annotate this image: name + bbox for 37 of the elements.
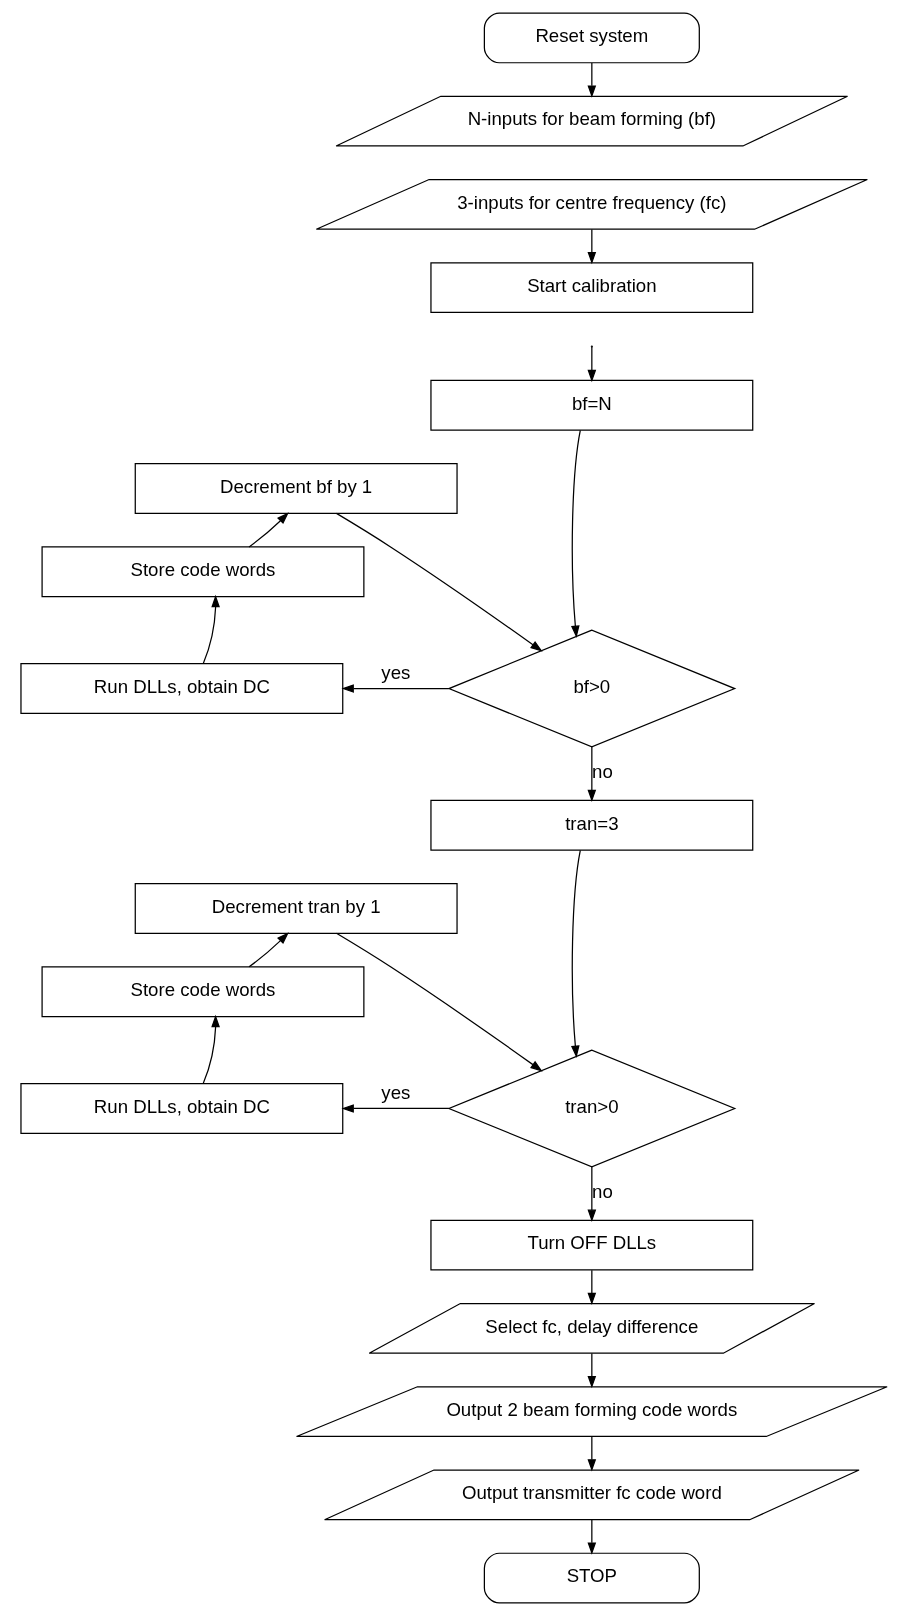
arrow (587, 1352, 596, 1389)
arrow (587, 228, 596, 265)
arrow (587, 1269, 596, 1306)
edge-label: yes (380, 1081, 410, 1103)
arrow (587, 1436, 596, 1472)
node-box: Run DLLs, obtain DC (19, 1083, 343, 1134)
node-box: Store code words (40, 546, 364, 598)
arrow (587, 746, 596, 803)
node-box: tran=3 (429, 799, 753, 851)
node-box: STOP (483, 1552, 700, 1604)
arrow (202, 1014, 220, 1085)
arrow (340, 1104, 449, 1113)
node-box: Decrement tran by 1 (134, 883, 458, 934)
arrow (570, 429, 581, 639)
node-diamond: bf>0 (446, 629, 736, 748)
node-box: Decrement bf by 1 (134, 463, 458, 514)
arrow (247, 512, 289, 548)
arrow (587, 346, 596, 383)
arrow (587, 1166, 596, 1223)
arrow (202, 594, 220, 665)
arrow (247, 932, 289, 968)
node-box: bf=N (429, 379, 753, 431)
arrow (335, 512, 543, 652)
arrow (587, 62, 596, 98)
arrow (570, 849, 581, 1058)
node-box: Reset system (483, 12, 700, 64)
node-box: Run DLLs, obtain DC (19, 663, 343, 715)
edge-label: yes (380, 661, 410, 683)
arrow (335, 932, 543, 1072)
node-box: Turn OFF DLLs (429, 1219, 753, 1271)
arrow (340, 684, 449, 693)
node-diamond: tran>0 (446, 1049, 736, 1168)
edge-label: no (591, 1180, 613, 1202)
edge-label: no (591, 761, 613, 783)
node-box: Store code words (40, 966, 364, 1018)
arrow (587, 1519, 596, 1555)
node-box: Start calibration (429, 262, 753, 314)
